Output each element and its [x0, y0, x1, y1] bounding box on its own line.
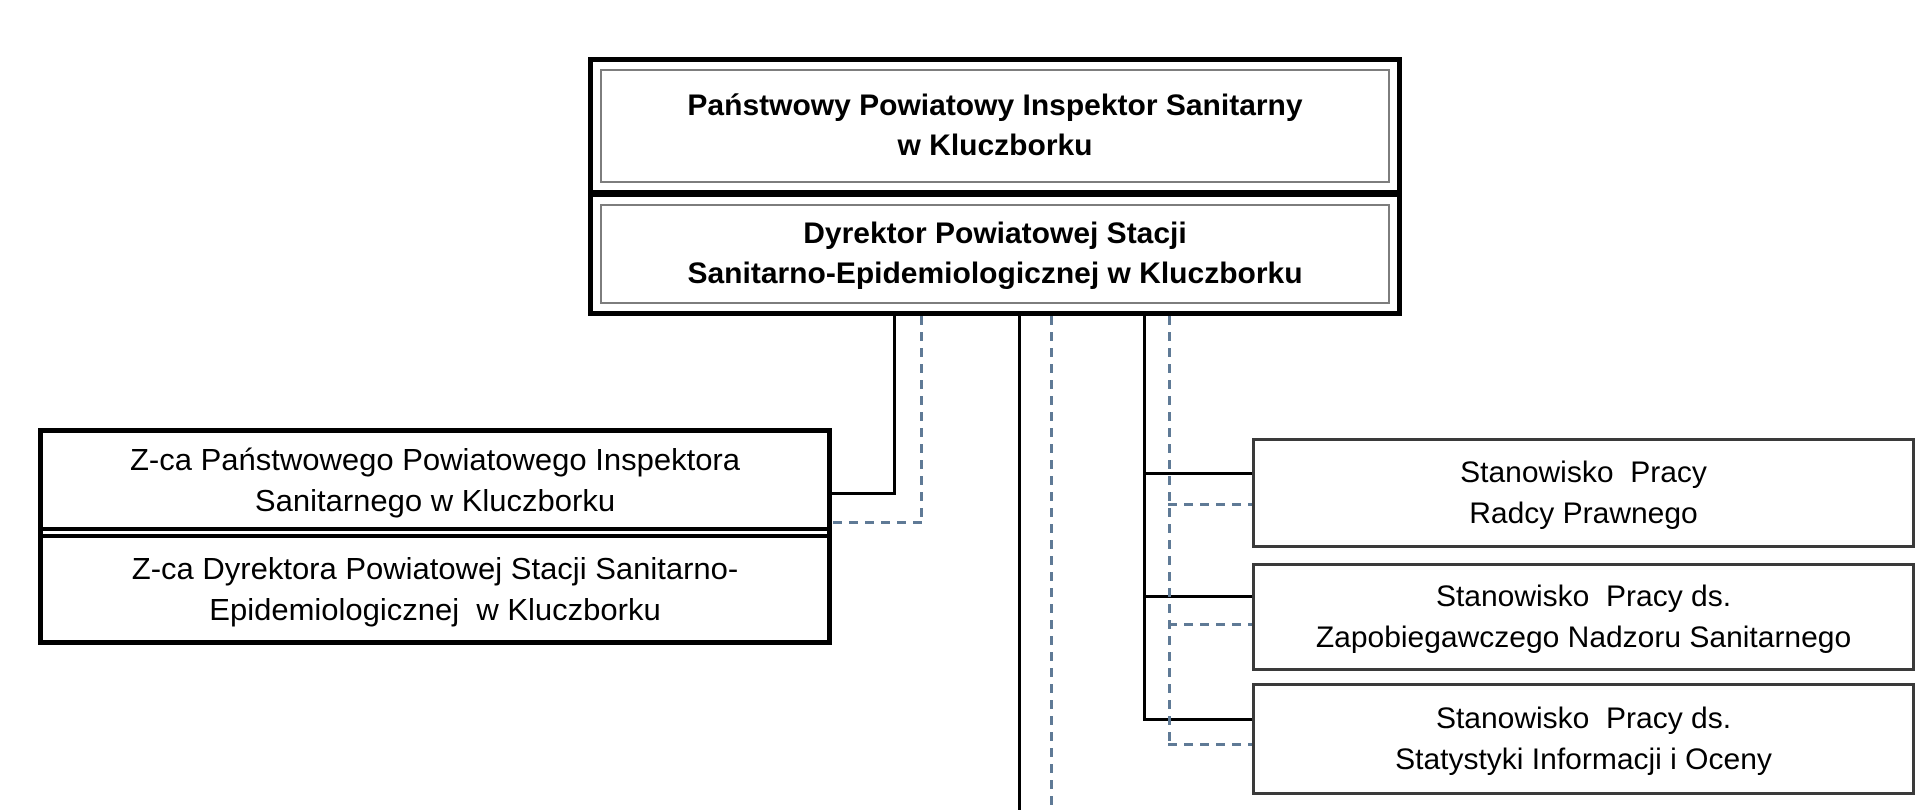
deputy-role-inspector: Z-ca Państwowego Powiatowego Inspektora …: [43, 433, 827, 531]
connector-staff1-solid-branch: [1143, 472, 1252, 475]
connector-center-dashed-vertical: [1050, 316, 1053, 810]
staff-box-preventive-line2: Zapobiegawczego Nadzoru Sanitarnego: [1315, 621, 1852, 654]
head-unit-box: Państwowy Powiatowy Inspektor Sanitarny …: [588, 57, 1402, 316]
connector-deputy-solid-vertical: [893, 316, 896, 495]
staff-box-legal-counsel: Stanowisko Pracy Radcy Prawnego: [1252, 438, 1915, 548]
staff-box-statistics-information-assessment: Stanowisko Pracy ds. Statystyki Informac…: [1252, 683, 1915, 795]
deputy-role-director: Z-ca Dyrektora Powiatowej Stacji Sanitar…: [43, 534, 827, 640]
connector-staff2-dashed-branch: [1168, 623, 1252, 626]
head-role-director-line2: Sanitarno-Epidemiologicznej w Kluczborku: [687, 257, 1303, 290]
head-role-inspector: Państwowy Powiatowy Inspektor Sanitarny …: [593, 62, 1397, 190]
connector-deputy-dashed-horizontal: [833, 521, 923, 524]
deputy-unit-divider: [43, 531, 827, 534]
connector-deputy-dashed-vertical: [920, 316, 923, 524]
staff-box-legal-counsel-line1: Stanowisko Pracy: [1460, 456, 1707, 489]
staff-box-legal-counsel-line2: Radcy Prawnego: [1469, 497, 1698, 530]
staff-box-statistics-line2: Statystyki Informacji i Oceny: [1395, 743, 1772, 776]
deputy-role-director-line2: Epidemiologicznej w Kluczborku: [209, 592, 661, 627]
staff-box-preventive-line1: Stanowisko Pracy ds.: [1435, 580, 1732, 613]
deputy-role-inspector-line2: Sanitarnego w Kluczborku: [254, 483, 616, 518]
connector-staff1-dashed-branch: [1168, 503, 1252, 506]
connector-staff-dashed-vertical: [1168, 316, 1171, 746]
head-role-director-frame: Dyrektor Powiatowej Stacji Sanitarno-Epi…: [600, 204, 1390, 304]
head-unit-divider: [593, 190, 1397, 197]
connector-staff-solid-vertical: [1143, 316, 1146, 721]
connector-staff3-dashed-branch: [1168, 743, 1252, 746]
connector-staff3-solid-branch: [1143, 718, 1252, 721]
head-role-inspector-line1: Państwowy Powiatowy Inspektor Sanitarny: [687, 89, 1303, 122]
connector-center-solid-vertical: [1018, 316, 1021, 810]
connector-staff2-solid-branch: [1143, 595, 1252, 598]
staff-box-statistics-line1: Stanowisko Pracy ds.: [1435, 702, 1732, 735]
deputy-unit-box: Z-ca Państwowego Powiatowego Inspektora …: [38, 428, 832, 645]
head-role-director: Dyrektor Powiatowej Stacji Sanitarno-Epi…: [593, 197, 1397, 311]
staff-box-preventive-sanitary-supervision: Stanowisko Pracy ds. Zapobiegawczego Nad…: [1252, 563, 1915, 671]
head-role-inspector-line2: w Kluczborku: [897, 129, 1093, 162]
deputy-role-director-line1: Z-ca Dyrektora Powiatowej Stacji Sanitar…: [131, 551, 739, 586]
head-role-inspector-frame: Państwowy Powiatowy Inspektor Sanitarny …: [600, 69, 1390, 183]
connector-deputy-solid-horizontal: [832, 492, 896, 495]
head-role-director-line1: Dyrektor Powiatowej Stacji: [803, 217, 1187, 250]
deputy-role-inspector-line1: Z-ca Państwowego Powiatowego Inspektora: [130, 442, 740, 477]
